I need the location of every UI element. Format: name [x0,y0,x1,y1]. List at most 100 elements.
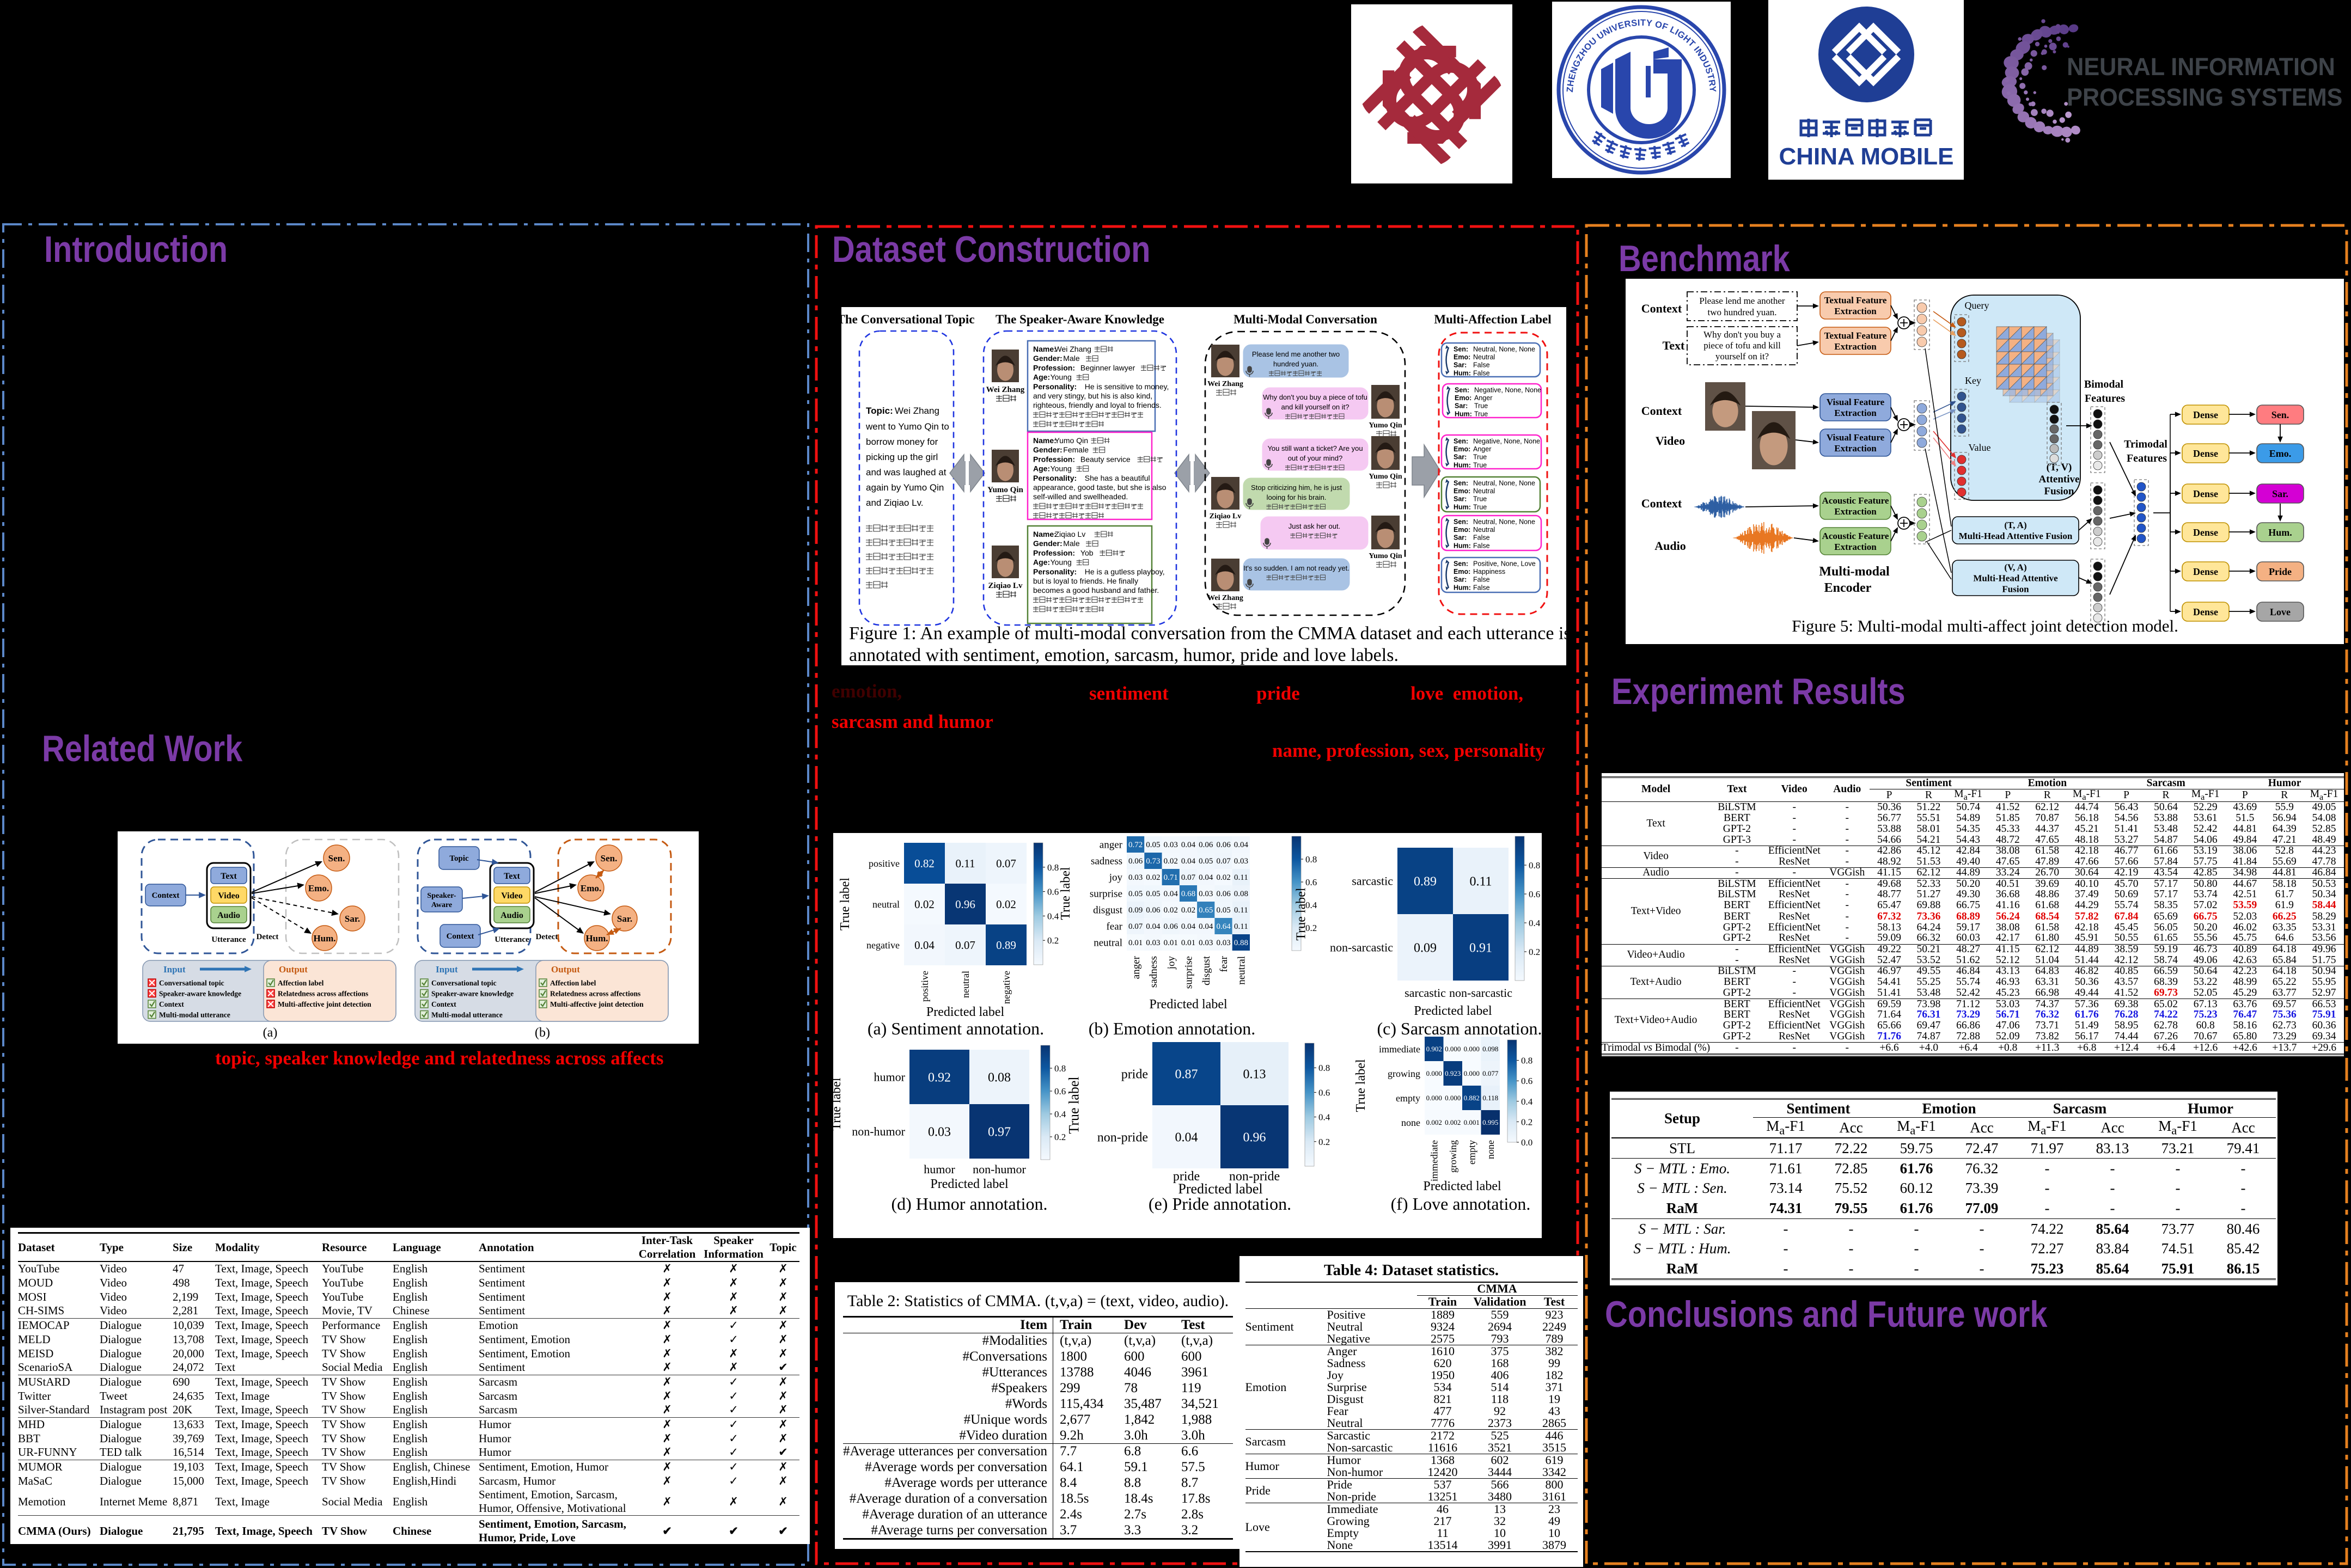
svg-text:Neutral: Neutral [1473,526,1495,534]
svg-text:0.05: 0.05 [1146,841,1160,849]
svg-text:anger: anger [1131,955,1142,979]
svg-text:0.04: 0.04 [1234,841,1249,849]
svg-text:0.96: 0.96 [1243,1130,1266,1144]
svg-text:0.4: 0.4 [1305,900,1317,910]
svg-text:Utterance: Utterance [494,935,529,944]
svg-text:0.03: 0.03 [928,1125,951,1139]
svg-text:True: True [1473,503,1487,511]
svg-text:0.88: 0.88 [1234,939,1248,947]
svg-text:non-pride: non-pride [1097,1130,1148,1144]
svg-text:appearance, good taste, but sh: appearance, good taste, but she is also [1033,483,1167,492]
svg-text:anger: anger [1100,840,1123,851]
svg-text:looing for his brain.: looing for his brain. [1267,493,1327,501]
svg-text:Detect: Detect [536,933,558,941]
svg-text:True label: True label [838,878,852,930]
svg-text:Sar:: Sar: [1454,534,1467,542]
svg-text:(e) Pride annotation.: (e) Pride annotation. [1149,1194,1291,1214]
svg-text:0.02: 0.02 [1164,906,1178,915]
svg-text:Acoustic Feature: Acoustic Feature [1822,531,1889,541]
svg-text:0.05: 0.05 [1216,906,1230,915]
svg-text:Visual Feature: Visual Feature [1827,432,1885,443]
svg-text:pride: pride [1121,1067,1148,1081]
svg-text:0.06: 0.06 [1216,841,1231,849]
svg-text:Wei Zhang: Wei Zhang [1207,594,1243,602]
svg-text:(c) Sarcasm annotation.: (c) Sarcasm annotation. [1377,1019,1542,1038]
svg-text:Multi-modal utterance: Multi-modal utterance [159,1011,230,1019]
svg-text:False: False [1473,542,1490,549]
svg-text:Hum:: Hum: [1454,369,1471,377]
svg-text:non-humor: non-humor [973,1162,1026,1176]
svg-text:Sen:: Sen: [1454,346,1468,353]
svg-text:0.6: 0.6 [1054,1086,1066,1097]
svg-text:surprise: surprise [1183,956,1195,989]
svg-text:Personality:: Personality: [1033,382,1077,391]
svg-text:and kill yourself on it?: and kill yourself on it? [1281,403,1349,411]
svg-text:0.05: 0.05 [1128,890,1143,898]
svg-text:growing: growing [1388,1068,1420,1079]
svg-text:0.6: 0.6 [1318,1087,1330,1098]
svg-text:Sen:: Sen: [1454,518,1468,526]
svg-text:Hum:: Hum: [1454,461,1471,469]
svg-text:0.000: 0.000 [1426,1094,1442,1102]
svg-text:0.06: 0.06 [1164,922,1178,931]
svg-text:Hum.: Hum. [585,933,608,944]
svg-text:CHINA MOBILE: CHINA MOBILE [1779,143,1953,170]
svg-text:0.098: 0.098 [1482,1045,1498,1053]
svg-text:Sar:: Sar: [1454,362,1467,369]
svg-text:humor: humor [924,1162,955,1176]
svg-text:Bimodal: Bimodal [2084,378,2124,390]
svg-text:Age:: Age: [1033,464,1050,473]
svg-text:He is sensitive to money,: He is sensitive to money, [1085,382,1169,391]
svg-text:0.6: 0.6 [1305,877,1317,887]
svg-text:False: False [1473,362,1490,369]
svg-text:yourself on it?: yourself on it? [1715,351,1769,362]
svg-text:Neutral, None, None: Neutral, None, None [1473,346,1535,353]
svg-text:Negative, None, None: Negative, None, None [1474,387,1541,394]
svg-text:Speaker-aware knowledge: Speaker-aware knowledge [431,990,514,998]
svg-text:0.4: 0.4 [1521,1097,1533,1107]
svg-text:0.01: 0.01 [1164,939,1178,947]
svg-text:0.2: 0.2 [1305,923,1317,933]
svg-text:Wei Zhang: Wei Zhang [986,385,1025,394]
svg-text:0.07: 0.07 [1128,922,1143,931]
svg-text:0.2: 0.2 [1529,947,1540,957]
svg-text:Hum:: Hum: [1455,410,1472,418]
svg-text:0.03: 0.03 [1234,857,1248,866]
svg-text:Output: Output [279,964,308,975]
svg-text:Query: Query [1965,300,1989,311]
svg-text:0.92: 0.92 [928,1070,951,1085]
svg-text:Negative, None, None: Negative, None, None [1473,438,1540,445]
svg-text:0.882: 0.882 [1464,1094,1480,1102]
svg-text:0.72: 0.72 [1128,841,1143,849]
svg-text:non-humor: non-humor [852,1125,905,1138]
svg-text:joy: joy [1165,956,1177,970]
svg-text:piece of tofu and kill: piece of tofu and kill [1703,340,1781,351]
svg-text:0.03: 0.03 [1128,873,1143,882]
svg-text:(a): (a) [263,1026,278,1040]
svg-text:sadness: sadness [1091,856,1122,867]
svg-text:empty: empty [1396,1093,1420,1104]
svg-text:True label: True label [1354,1059,1368,1112]
svg-text:Video: Video [501,891,522,901]
svg-text:0.8: 0.8 [1318,1063,1330,1073]
svg-text:0.6: 0.6 [1529,889,1540,899]
svg-text:Hum.: Hum. [2268,527,2292,538]
svg-text:Predicted label: Predicted label [1149,997,1228,1012]
svg-text:0.002: 0.002 [1445,1118,1461,1126]
svg-text:Gender:: Gender: [1033,539,1062,548]
svg-text:Sen.: Sen. [2271,409,2289,420]
svg-text:(V, A): (V, A) [2004,562,2026,572]
svg-text:Dense: Dense [2193,607,2218,617]
svg-text:0.05: 0.05 [1199,857,1213,866]
svg-text:Beginner lawyer: Beginner lawyer [1080,363,1135,372]
svg-text:Profession:: Profession: [1033,548,1075,557]
svg-text:0.02: 0.02 [1146,873,1160,882]
svg-text:Value: Value [1969,442,1991,453]
svg-text:Emo.: Emo. [2269,448,2292,459]
svg-text:Dense: Dense [2193,527,2218,538]
svg-text:Text: Text [221,872,237,881]
svg-text:Video: Video [1656,434,1685,448]
svg-text:none: none [1485,1140,1496,1159]
svg-text:Young: Young [1051,558,1072,567]
svg-text:True: True [1473,495,1487,503]
